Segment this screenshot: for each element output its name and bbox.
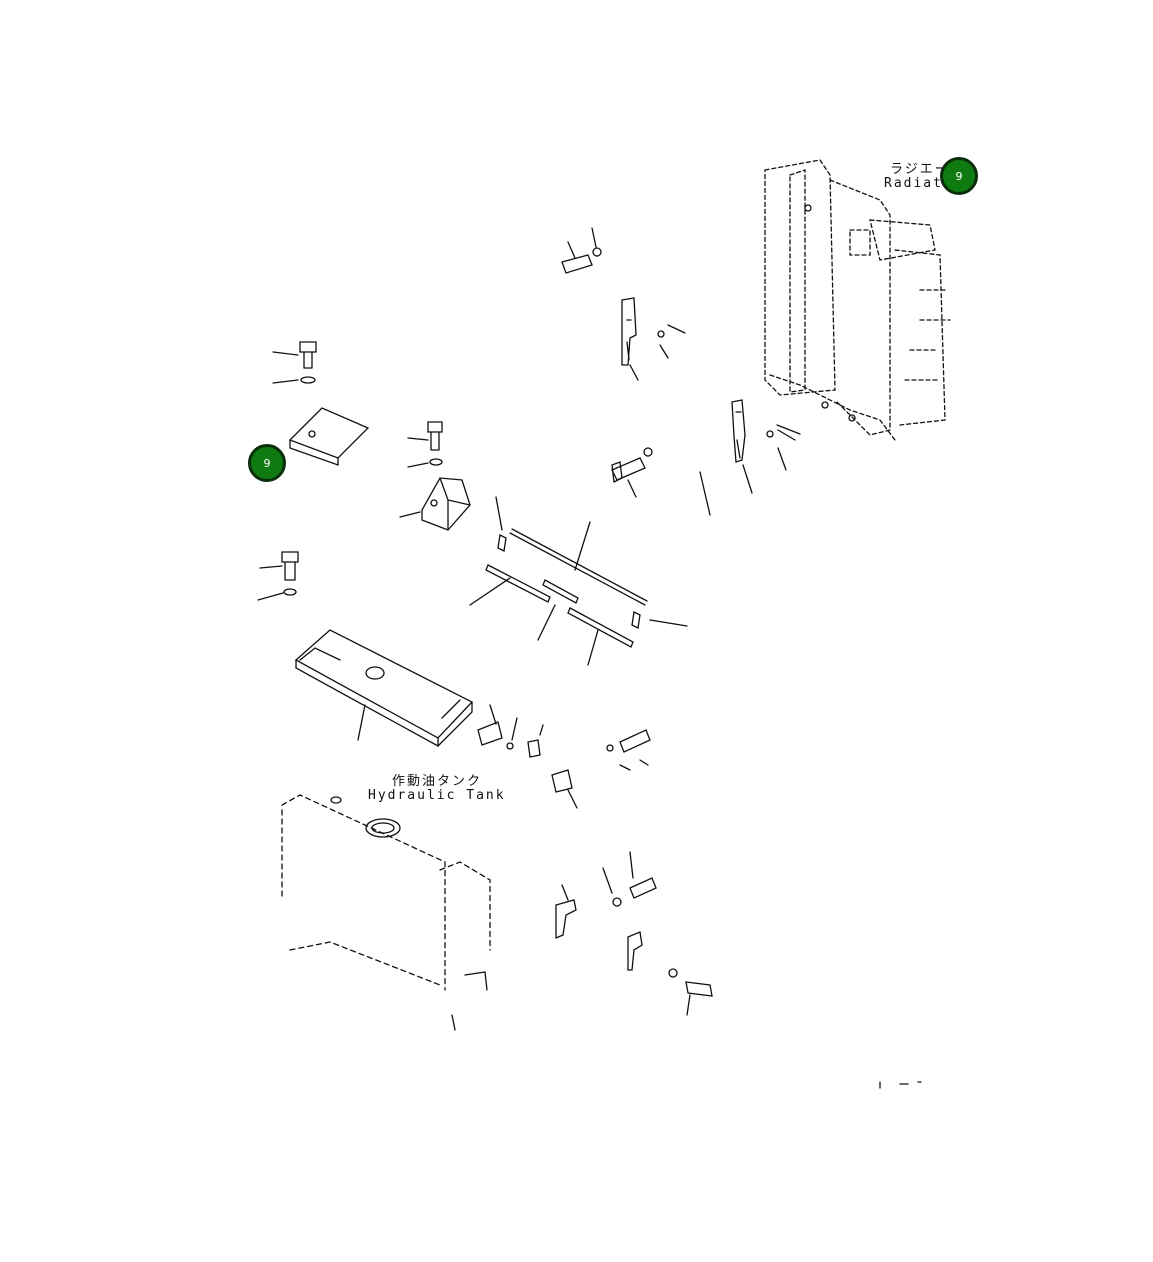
bracket-lower-1	[555, 884, 577, 939]
rod-short-2	[542, 579, 579, 604]
strap-bracket-2	[731, 399, 801, 494]
hotspot-marker-cover[interactable]: 9	[248, 444, 286, 482]
cover-plate	[288, 407, 370, 466]
rod-short-3	[567, 607, 634, 648]
tank-label-en: Hydraulic Tank	[368, 788, 506, 803]
bolt-tray	[477, 704, 518, 750]
bolt-lower-2	[668, 968, 713, 1016]
bolt-lower-1	[602, 851, 657, 907]
radiator-drawing	[764, 159, 951, 441]
bolt-right-middle	[606, 729, 651, 771]
tank-label-jp: 作動油タンク	[392, 774, 483, 789]
bolt-left-top	[272, 341, 317, 384]
tank-cover-tray	[294, 629, 474, 748]
clip-small-2	[551, 769, 578, 809]
strap-bracket-1	[621, 297, 686, 381]
bolt-left-bottom	[257, 551, 299, 601]
hotspot-number: 9	[263, 456, 271, 470]
hydraulic-tank-drawing	[281, 794, 491, 991]
rod-long	[509, 528, 648, 606]
clip-small-1	[527, 724, 544, 758]
bracket-lower-2	[627, 931, 643, 971]
bolt-left-middle	[407, 421, 443, 468]
rod-short-1	[485, 564, 551, 603]
bolt-top	[561, 227, 602, 274]
hotspot-number: 9	[955, 169, 963, 183]
mount-block	[399, 477, 471, 531]
hotspot-marker-radiator[interactable]: 9	[940, 157, 978, 195]
bolt-middle	[611, 447, 711, 516]
